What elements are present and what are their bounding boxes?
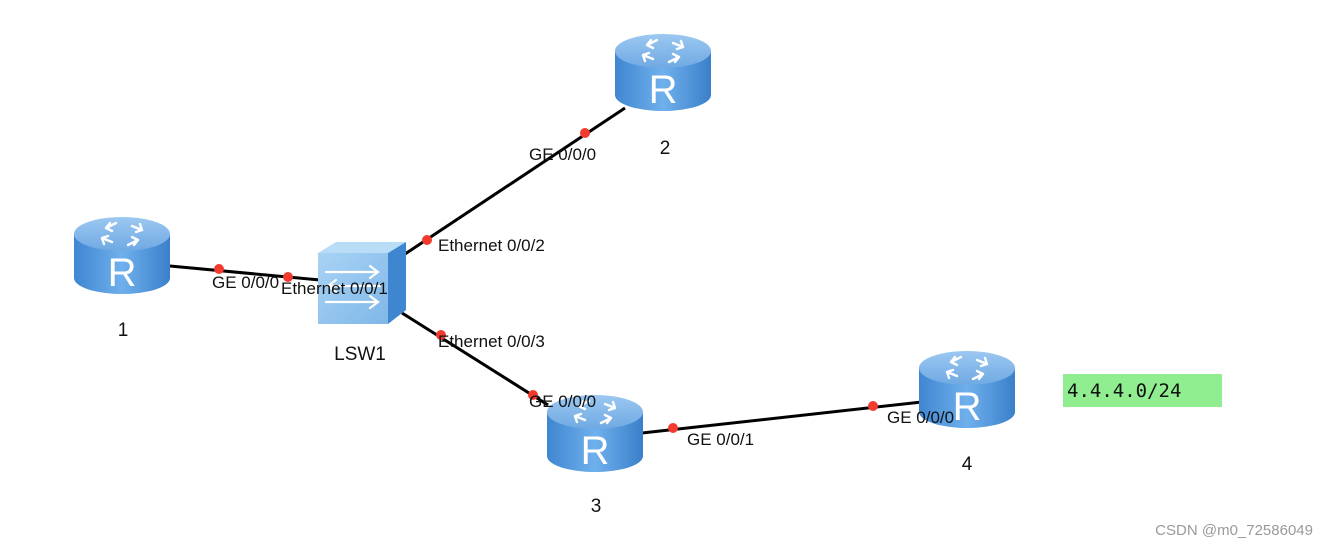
port-dot-r3-ge000[interactable] — [528, 390, 538, 400]
port-dot-r2-ge000[interactable] — [580, 128, 590, 138]
switch-lsw1[interactable] — [318, 242, 406, 324]
device-name-r1: 1 — [118, 320, 129, 341]
port-dot-lsw1-eth003[interactable] — [436, 330, 446, 340]
port-label-lsw1-eth001: Ethernet 0/0/1 — [281, 279, 388, 298]
watermark: CSDN @m0_72586049 — [1155, 522, 1313, 539]
port-dot-lsw1-eth001[interactable] — [283, 272, 293, 282]
link-lsw1-r3[interactable] — [401, 311, 549, 407]
port-label-r1: GE 0/0/0 — [212, 273, 279, 292]
router-r2[interactable] — [613, 32, 713, 114]
router-r1[interactable] — [72, 215, 172, 297]
note-text: 4.4.4.0/24 — [1067, 380, 1181, 402]
port-dot-r1-ge000[interactable] — [214, 264, 224, 274]
port-label-r2: GE 0/0/0 — [529, 145, 596, 164]
link-r3-r4[interactable] — [641, 400, 923, 435]
note-background — [1063, 374, 1222, 407]
port-label-r4-ge000: GE 0/0/0 — [887, 408, 954, 427]
link-r1-lsw1[interactable] — [169, 264, 321, 282]
device-name-r2: 2 — [660, 138, 671, 159]
port-label-lsw1-eth003: Ethernet 0/0/3 — [438, 332, 545, 351]
device-name-lsw1: LSW1 — [334, 344, 386, 365]
port-dots — [214, 128, 878, 433]
port-label-r3-ge000: GE 0/0/0 — [529, 392, 596, 411]
switch-icon — [318, 242, 406, 324]
port-label-lsw1-eth002: Ethernet 0/0/2 — [438, 236, 545, 255]
network-note[interactable]: 4.4.4.0/24 — [1063, 374, 1222, 407]
port-dot-lsw1-eth002[interactable] — [422, 235, 432, 245]
router-icon — [72, 215, 172, 297]
device-name-r4: 4 — [962, 454, 973, 475]
port-dot-r4-ge000[interactable] — [868, 401, 878, 411]
port-dot-r3-ge001[interactable] — [668, 423, 678, 433]
link-lsw1-r2[interactable] — [401, 106, 626, 258]
device-name-r3: 3 — [591, 496, 602, 517]
router-icon — [613, 32, 713, 114]
port-label-r3-ge001: GE 0/0/1 — [687, 430, 754, 449]
